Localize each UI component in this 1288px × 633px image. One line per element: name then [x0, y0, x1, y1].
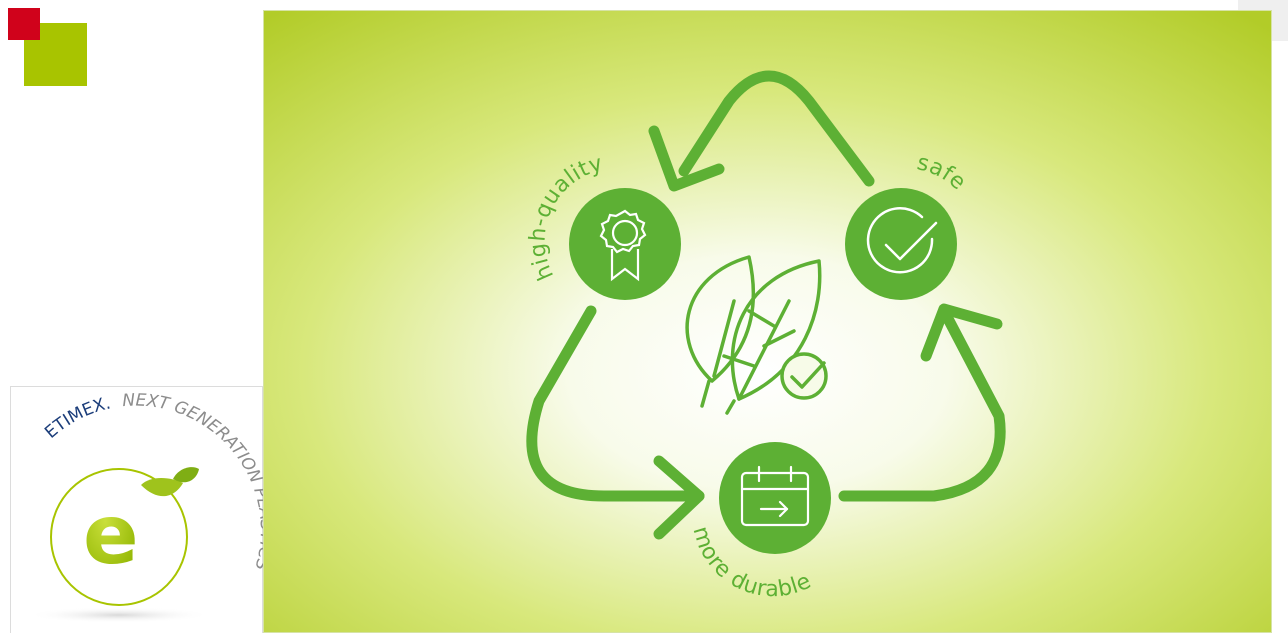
badge-e-letter: e: [83, 488, 139, 583]
etimex-badge-panel: ETIMEX. NEXT GENERATION PLASTICS e: [10, 386, 264, 633]
cycle-arrows: [526, 70, 1006, 540]
node-safe: [845, 188, 957, 300]
badge-brand: ETIMEX.: [41, 393, 112, 442]
arrow-top-head: [648, 125, 725, 192]
hero-graphic: high-quality safe: [263, 10, 1272, 633]
node-circle: [719, 442, 831, 554]
etimex-badge-logo: ETIMEX. NEXT GENERATION PLASTICS e: [27, 390, 264, 623]
recycle-cycle-graphic: high-quality safe: [264, 11, 1271, 632]
calendar-arrow-icon: [740, 465, 810, 527]
node-more-durable: [719, 442, 831, 554]
arrow-top: [678, 70, 875, 187]
check-circle-icon: [866, 207, 938, 274]
badge-ring: [50, 468, 188, 606]
badge-tagline: NEXT GENERATION PLASTICS: [122, 390, 264, 572]
award-ribbon-icon: [599, 209, 647, 282]
arrow-left: [526, 305, 705, 502]
red-square: [8, 8, 40, 40]
arrow-right: [838, 305, 1006, 502]
badge-shadow: [27, 607, 211, 623]
node-circle: [845, 188, 957, 300]
leaves-check-icon: [685, 255, 828, 415]
brand-squares-logo: [0, 0, 100, 100]
node-high-quality: [569, 188, 681, 300]
arrow-left-head: [653, 455, 705, 540]
arrow-right-head: [920, 303, 1003, 362]
leaf-icon: [141, 467, 199, 497]
